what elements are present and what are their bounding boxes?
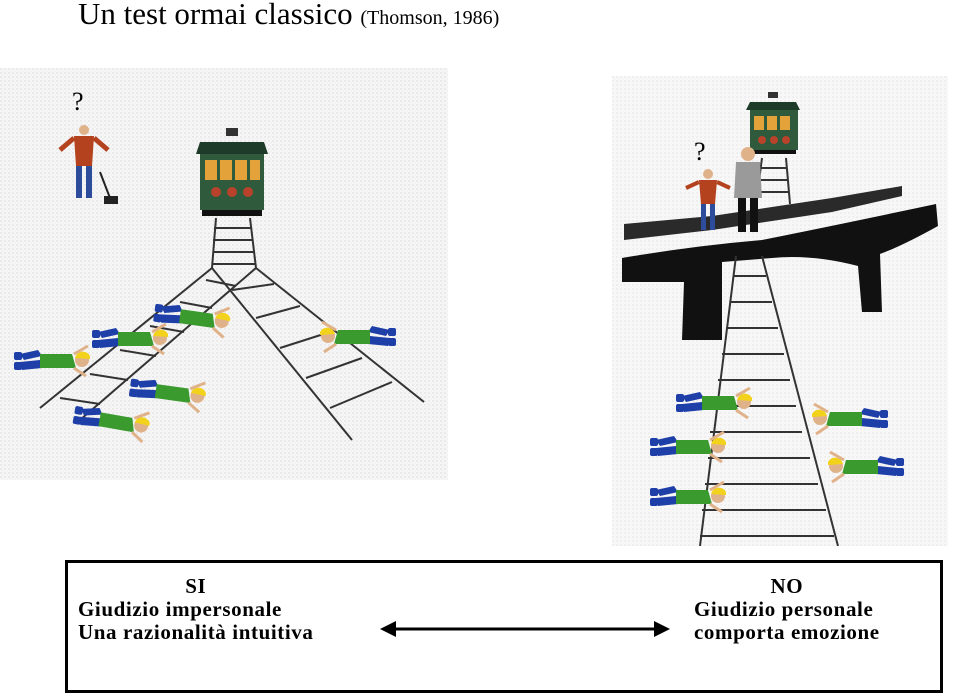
- dotted-background: [0, 68, 448, 480]
- tram: [196, 128, 268, 216]
- no-line-2: comporta emozione: [694, 620, 880, 644]
- bystander-figure: ?: [685, 137, 731, 230]
- footbridge: [622, 186, 938, 340]
- tram: [746, 92, 800, 154]
- double-arrow: [380, 621, 670, 637]
- si-answer: SI: [185, 574, 207, 598]
- switch-dilemma-illustration: ?: [0, 68, 448, 480]
- footbridge-dilemma-illustration: ?: [612, 76, 948, 546]
- no-column: NO Giudizio personale comporta emozione: [694, 575, 880, 644]
- answer-box: SI Giudizio impersonale Una razionalità …: [65, 560, 943, 693]
- si-line-2: Una razionalità intuitiva: [78, 620, 314, 644]
- large-man-figure: [734, 147, 762, 232]
- title-text: Un test ormai classico: [78, 0, 353, 31]
- question-mark: ?: [694, 137, 706, 166]
- no-answer: NO: [770, 574, 804, 598]
- question-mark: ?: [72, 87, 84, 116]
- slide-title: Un test ormai classico (Thomson, 1986): [78, 0, 499, 32]
- bystander-figure: ?: [58, 87, 118, 204]
- si-column: SI Giudizio impersonale Una razionalità …: [78, 575, 314, 644]
- switch-lever: [104, 196, 118, 204]
- title-citation: (Thomson, 1986): [360, 7, 500, 29]
- si-line-1: Giudizio impersonale: [78, 597, 282, 621]
- no-line-1: Giudizio personale: [694, 597, 874, 621]
